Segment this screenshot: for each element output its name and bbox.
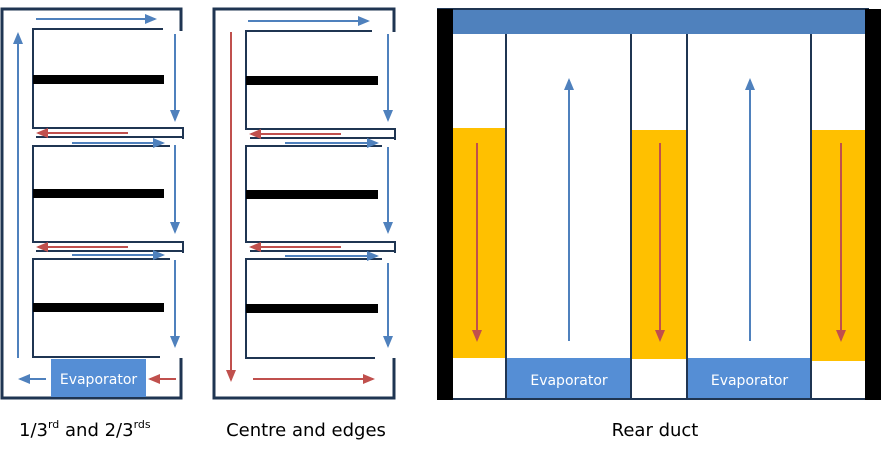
compartment-2 bbox=[32, 136, 184, 253]
compartment-3 bbox=[32, 250, 183, 358]
shelf bbox=[33, 75, 164, 84]
evaporator-label: Evaporator bbox=[711, 373, 789, 389]
heat-zone bbox=[453, 128, 505, 358]
evaporator: Evaporator bbox=[688, 358, 811, 399]
diagram-one-third-two-thirds: Evaporator 1/3rd and 2/3rds bbox=[0, 7, 184, 441]
shelf bbox=[33, 303, 164, 312]
shelf bbox=[33, 189, 164, 198]
compartment-3 bbox=[245, 250, 395, 359]
diagram-centre-and-edges: Centre and edges bbox=[212, 7, 396, 441]
evaporator: Evaporator bbox=[507, 358, 631, 399]
shelf bbox=[246, 190, 378, 199]
evaporator-label: Evaporator bbox=[60, 372, 138, 388]
top-manifold bbox=[453, 10, 865, 34]
caption-one-third-two-thirds: 1/3rd and 2/3rds bbox=[19, 418, 151, 441]
shelf bbox=[246, 304, 378, 313]
compartment-2 bbox=[245, 137, 396, 253]
left-wall bbox=[437, 9, 453, 400]
evaporator-label: Evaporator bbox=[530, 373, 608, 389]
diagram-rear-duct: Evaporator Evaporator Rear duct bbox=[437, 8, 881, 441]
cabinet-outline bbox=[0, 7, 183, 400]
cabinet-outline bbox=[212, 7, 396, 400]
shelf bbox=[246, 76, 378, 85]
heat-zone bbox=[812, 130, 865, 361]
compartment-1 bbox=[245, 30, 396, 140]
compartment-1 bbox=[32, 28, 184, 139]
right-wall bbox=[865, 9, 881, 400]
evaporator: Evaporator bbox=[51, 359, 146, 397]
caption-rear-duct: Rear duct bbox=[612, 420, 699, 441]
caption-centre-and-edges: Centre and edges bbox=[226, 420, 386, 441]
